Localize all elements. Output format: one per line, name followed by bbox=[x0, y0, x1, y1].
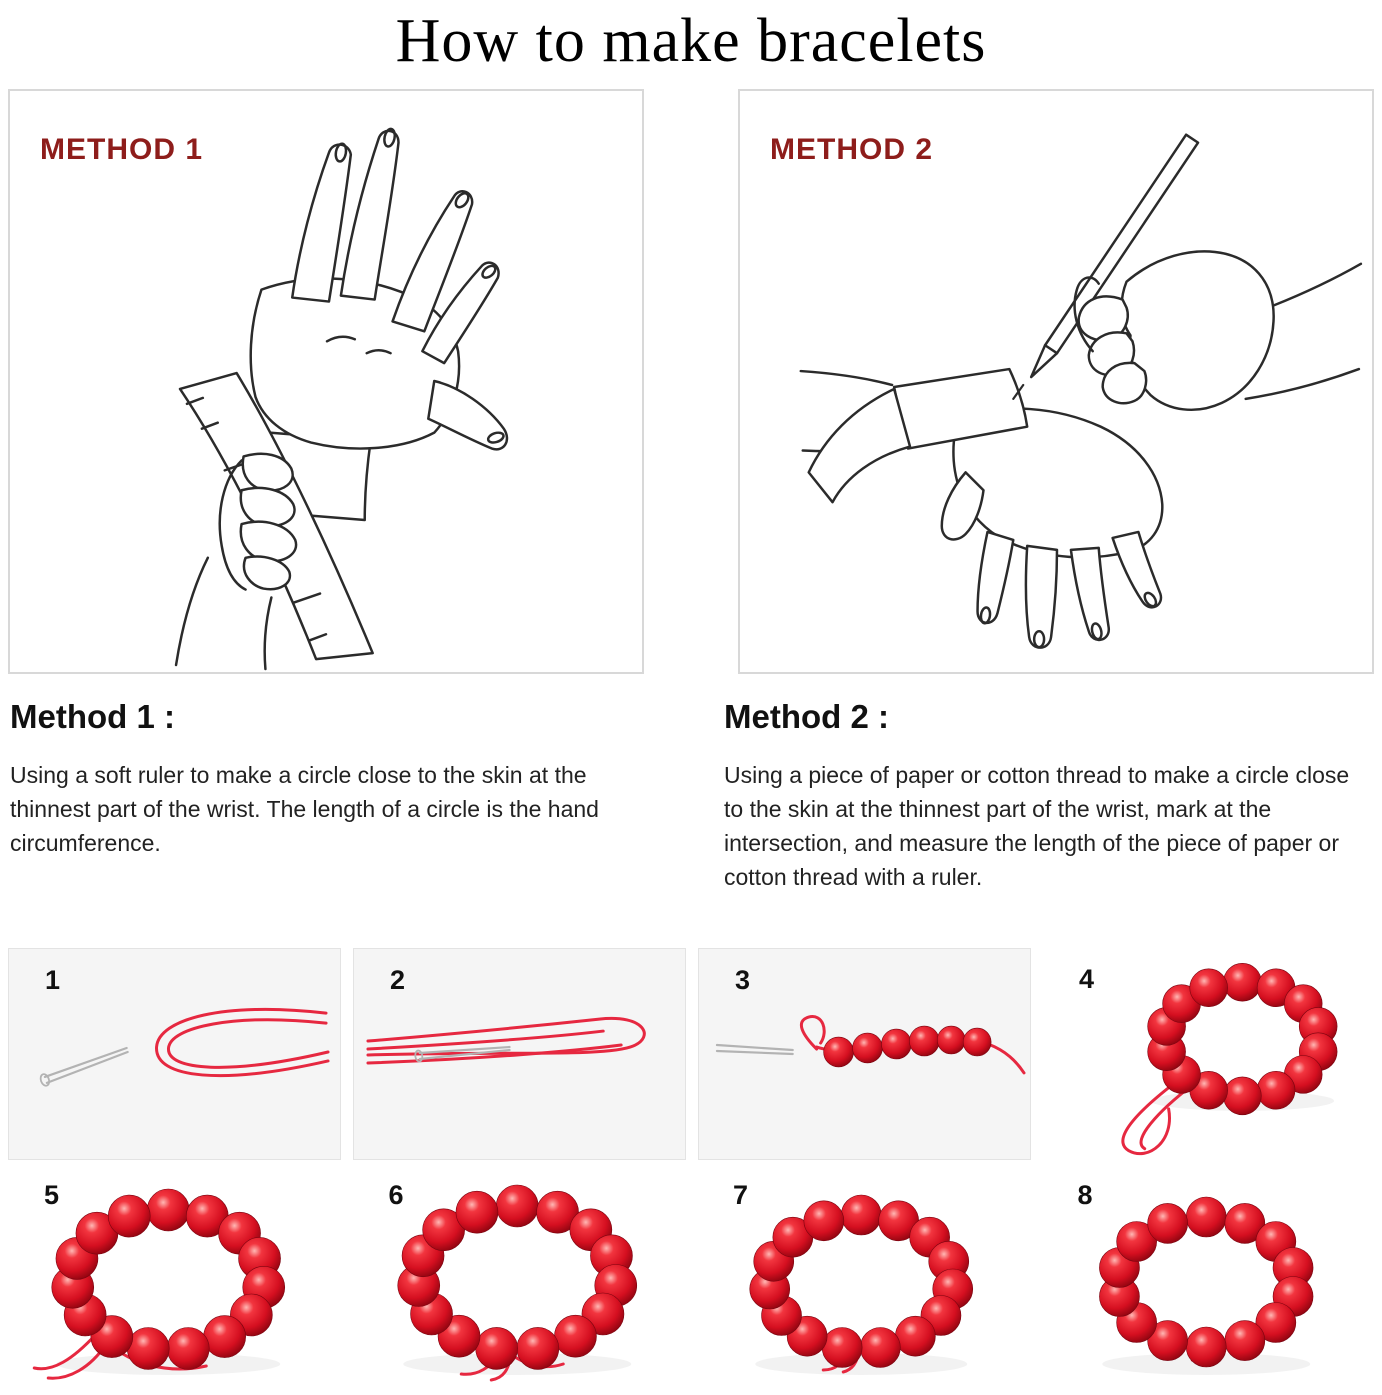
step-6-photo bbox=[396, 1184, 637, 1382]
step-1-number: 1 bbox=[45, 965, 61, 996]
upper-hand-with-pen-drawing bbox=[1029, 133, 1363, 412]
step-8: 8 bbox=[1042, 1172, 1375, 1385]
step-4-photo bbox=[1121, 963, 1338, 1156]
method2-illustration bbox=[799, 133, 1363, 650]
step-7: 7 bbox=[697, 1172, 1030, 1385]
step-8-number: 8 bbox=[1077, 1180, 1093, 1211]
method2-description: Method 2 : Using a piece of paper or cot… bbox=[724, 698, 1372, 894]
method1-body: Using a soft ruler to make a circle clos… bbox=[10, 762, 599, 857]
measured-hand-drawing bbox=[249, 127, 509, 522]
step-8-photo bbox=[1098, 1196, 1313, 1376]
lower-hand-drawing bbox=[799, 370, 1164, 650]
method1-heading: Method 1 : bbox=[10, 698, 175, 736]
method-descriptions: Method 1 : Using a soft ruler to make a … bbox=[0, 698, 1382, 894]
method2-body: Using a piece of paper or cotton thread … bbox=[724, 762, 1350, 891]
steps-row-1: 1 2 bbox=[8, 948, 1374, 1161]
step-4-number: 4 bbox=[1079, 964, 1095, 995]
step-7-number: 7 bbox=[733, 1180, 749, 1211]
bead-ring bbox=[1098, 1196, 1313, 1368]
step-7-photo bbox=[749, 1194, 974, 1376]
step-1-photo bbox=[39, 1008, 330, 1087]
method2-heading: Method 2 : bbox=[724, 698, 889, 736]
paper-strip-drawing bbox=[807, 368, 1029, 504]
step-3-photo bbox=[715, 1015, 1026, 1075]
steps-grid: 1 2 bbox=[0, 948, 1382, 1385]
step-4: 4 bbox=[1043, 948, 1374, 1160]
method1-panel-label: METHOD 1 bbox=[40, 133, 204, 167]
step-5-photo bbox=[32, 1188, 286, 1380]
method2-panel: METHOD 2 bbox=[738, 89, 1374, 675]
step-5: 5 bbox=[8, 1172, 341, 1385]
method2-panel-label: METHOD 2 bbox=[770, 133, 934, 167]
method1-illustration bbox=[174, 127, 509, 671]
step-6: 6 bbox=[353, 1172, 686, 1385]
method-panels: METHOD 1 bbox=[0, 89, 1382, 675]
pen-drawing bbox=[1029, 133, 1200, 379]
page-title: How to make bracelets bbox=[395, 7, 987, 75]
bead-ring bbox=[51, 1188, 286, 1371]
bead-ring bbox=[1147, 963, 1338, 1116]
method1-panel: METHOD 1 bbox=[8, 89, 644, 675]
step-3-number: 3 bbox=[735, 965, 751, 996]
step-2: 2 bbox=[353, 948, 686, 1161]
step-5-number: 5 bbox=[44, 1180, 60, 1211]
bead-ring bbox=[749, 1194, 974, 1369]
step-2-number: 2 bbox=[390, 965, 406, 996]
step-1: 1 bbox=[8, 948, 341, 1161]
step-6-number: 6 bbox=[388, 1180, 404, 1211]
step-2-photo bbox=[366, 1017, 646, 1065]
gripping-hand-drawing bbox=[174, 452, 298, 671]
step-3: 3 bbox=[698, 948, 1031, 1161]
bead-ring bbox=[396, 1184, 637, 1370]
steps-row-2: 5 6 7 bbox=[8, 1172, 1374, 1385]
method1-description: Method 1 : Using a soft ruler to make a … bbox=[10, 698, 642, 894]
